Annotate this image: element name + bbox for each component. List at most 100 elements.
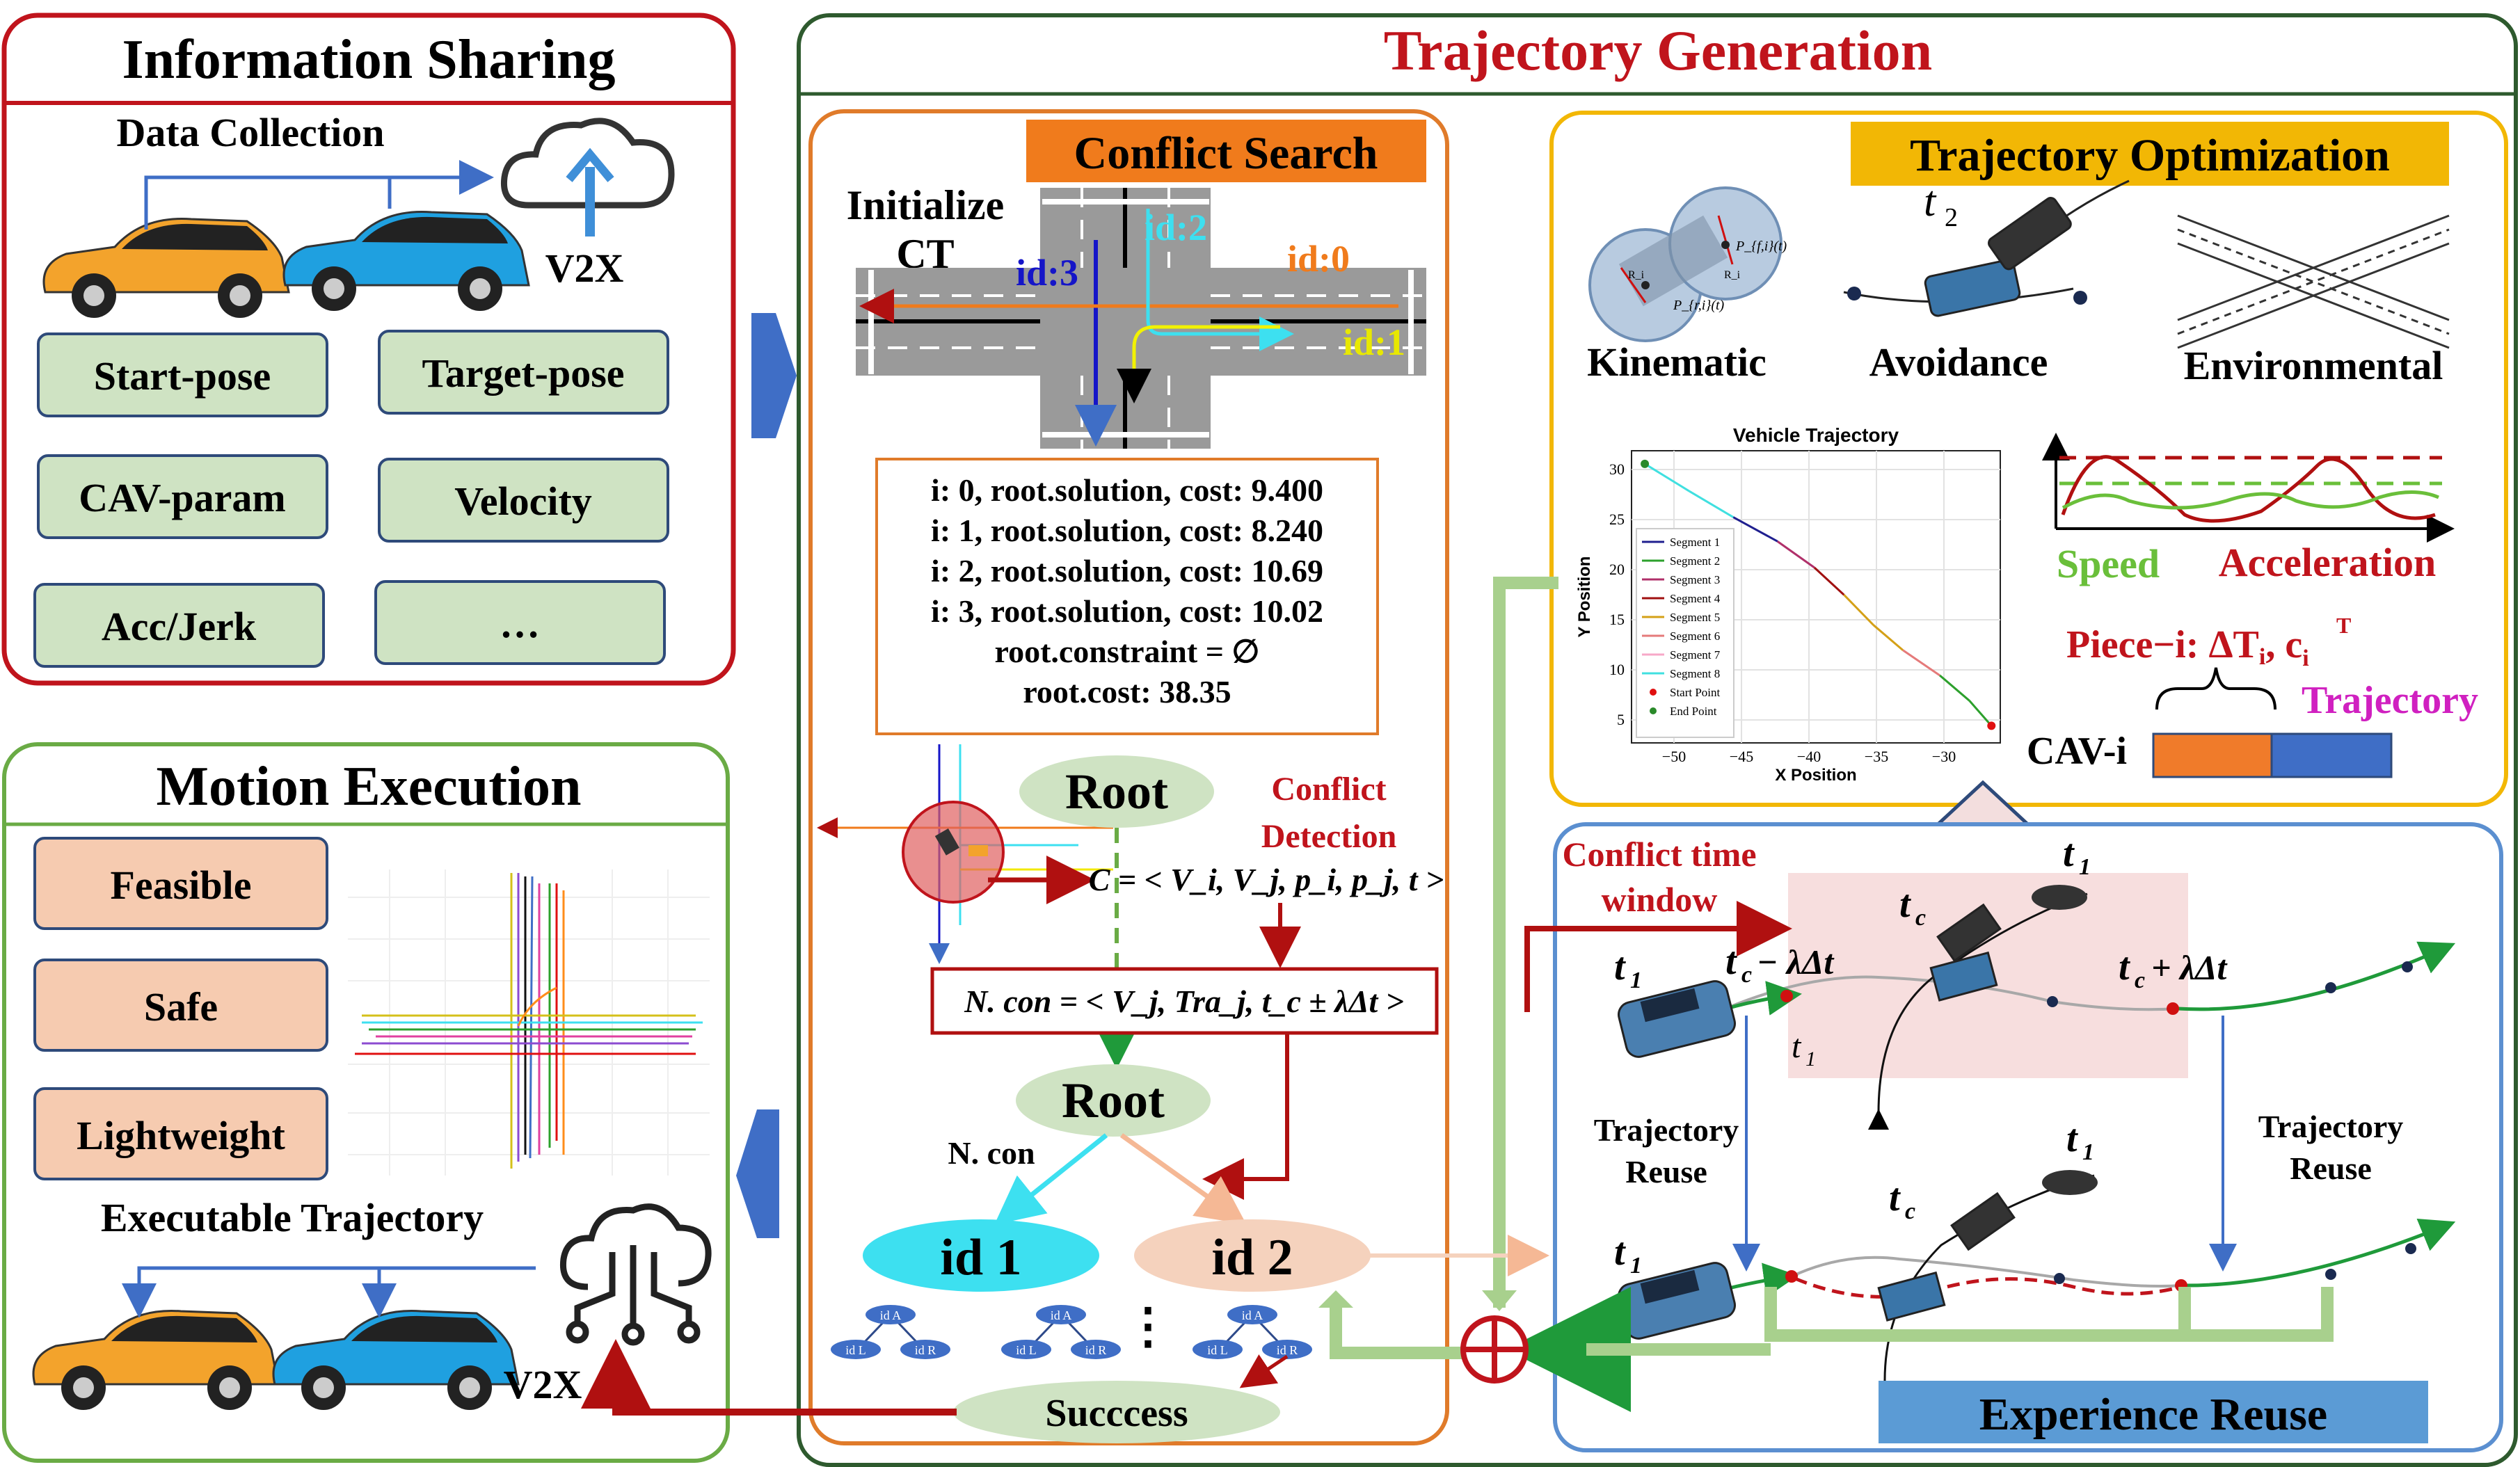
- t1-label-bottom: t: [1614, 1230, 1626, 1274]
- car-conflict-blue: [1929, 951, 1998, 1002]
- svg-text:R_i: R_i: [1628, 269, 1645, 281]
- kinematic-label: Kinematic: [1587, 339, 1767, 385]
- t1-label-bottom-top: t: [2066, 1117, 2078, 1160]
- kinematic-icon: P_{r,i}(t) P_{f,i}(t) R_i R_i: [1588, 186, 1787, 342]
- svg-text:id L: id L: [1207, 1343, 1228, 1357]
- svg-text:1: 1: [1630, 968, 1642, 993]
- id2-node-label: id 2: [1211, 1229, 1293, 1286]
- data-flow-arrow: [144, 160, 494, 230]
- trajectory-piece-orange: [2152, 732, 2273, 778]
- t1-label-mid: t: [1792, 1028, 1802, 1065]
- svg-text:T: T: [2336, 613, 2351, 638]
- svg-text:1: 1: [2079, 854, 2091, 880]
- conflict-tuple: C = < V_i, V_j, p_i, p_j, t >: [1089, 862, 1444, 897]
- cloud-network-icon: [559, 1203, 712, 1346]
- car-reuse-black: [1950, 1192, 2016, 1251]
- initialize-label: Initialize: [847, 182, 1005, 228]
- suv-icon-top: [1618, 980, 1736, 1058]
- svg-text:id L: id L: [845, 1343, 866, 1357]
- info-sharing-title: Information Sharing: [122, 29, 616, 90]
- trajectory-optimization-panel: Trajectory Optimization P_{r,i}(t) P_{f,…: [1549, 111, 2508, 807]
- plot-xlabel: X Position: [1775, 766, 1856, 785]
- id2-label: id:2: [1145, 207, 1207, 248]
- trajectory-segment: [1902, 649, 1940, 677]
- reuse-label-right-2: Reuse: [2290, 1151, 2372, 1186]
- avoidance-label: Avoidance: [1869, 339, 2048, 385]
- svg-text:id A: id A: [880, 1308, 902, 1322]
- legend-entry: End Point: [1670, 705, 1717, 718]
- info-sharing-panel: Information Sharing Data Collection V2X: [1, 13, 736, 686]
- svg-text:id R: id R: [1277, 1343, 1298, 1357]
- svg-text:id A: id A: [1051, 1308, 1072, 1322]
- svg-text:−30: −30: [1932, 748, 1956, 765]
- param-box-more: …: [374, 580, 666, 665]
- cloud-upload-icon: [500, 118, 675, 237]
- svg-text:Lightweight: Lightweight: [77, 1113, 285, 1158]
- legend-marker: [1650, 707, 1657, 714]
- svg-text:Acc/Jerk: Acc/Jerk: [102, 604, 257, 649]
- acceleration-label: Acceleration: [2219, 540, 2436, 585]
- svg-text:30: 30: [1609, 460, 1625, 478]
- trajectory-segment: [1939, 674, 1970, 702]
- reuse-label-left: Trajectory: [1594, 1112, 1739, 1148]
- svg-text:−50: −50: [1662, 748, 1686, 765]
- speed-acceleration-chart: [2042, 433, 2455, 543]
- executed-trajectories-plot: [348, 869, 710, 1176]
- experience-reuse-panel: Conflict time window t 1 t c − λΔt t c +…: [1524, 822, 2503, 1452]
- root-node-label: Root: [1065, 764, 1168, 819]
- legend-entry: Segment 1: [1670, 536, 1720, 549]
- root-solution-box: i: 0, root.solution, cost: 9.400 i: 1, r…: [875, 458, 1379, 735]
- legend-entry: Segment 8: [1670, 667, 1720, 680]
- legend-entry: Segment 3: [1670, 573, 1720, 586]
- svg-text:−40: −40: [1797, 748, 1821, 765]
- reuse-label-right: Trajectory: [2258, 1109, 2404, 1144]
- car-blue-icon: [282, 211, 530, 311]
- svg-text:Feasible: Feasible: [111, 863, 252, 908]
- svg-text:P_{f,i}(t): P_{f,i}(t): [1735, 239, 1787, 254]
- tc-label-top: t: [1899, 883, 1911, 926]
- svg-text:id R: id R: [915, 1343, 936, 1357]
- svg-text:c: c: [2135, 968, 2145, 993]
- id1-node: [863, 1219, 1099, 1292]
- property-box-feasible: Feasible: [33, 837, 328, 930]
- tc-plus-label: t: [2119, 945, 2130, 988]
- param-box-velocity: Velocity: [378, 458, 669, 543]
- car-orange-icon: [42, 218, 290, 318]
- brace: [2155, 667, 2276, 710]
- experience-reuse-title: Experience Reuse: [1979, 1389, 2327, 1440]
- success-to-v2x-arrow: [581, 1339, 957, 1416]
- car-reuse-far: [2042, 1170, 2098, 1195]
- tc-minus-label: t: [1725, 940, 1737, 983]
- param-box-cav-param: CAV-param: [37, 454, 328, 539]
- trajectory-segment: [1688, 490, 1735, 518]
- mini-conflict-icon: [817, 744, 1113, 964]
- intersection-map: [856, 188, 1426, 449]
- tc-label-bottom: t: [1889, 1176, 1901, 1219]
- svg-text:−35: −35: [1865, 748, 1888, 765]
- avoidance-icon: [1843, 179, 2130, 317]
- svg-text:Start-pose: Start-pose: [94, 353, 271, 399]
- t2-label: t: [1924, 178, 1937, 225]
- reuse-label-left-2: Reuse: [1625, 1154, 1707, 1189]
- motion-execution-title: Motion Execution: [156, 756, 581, 817]
- car-far-black: [2032, 885, 2087, 910]
- svg-text:25: 25: [1609, 511, 1625, 528]
- constraint-line: root.constraint = ∅: [994, 634, 1259, 669]
- vehicle-trajectory-plot: Vehicle Trajectory −50 −45 −40 −35 −30 3…: [1575, 424, 2001, 785]
- cost-line: root.cost: 38.35: [1023, 674, 1231, 710]
- svg-text:id A: id A: [1242, 1308, 1263, 1322]
- svg-text:P_{r,i}(t): P_{r,i}(t): [1673, 298, 1725, 313]
- trajectory-segment: [1777, 540, 1815, 569]
- svg-text:10: 10: [1609, 661, 1625, 678]
- param-box-start-pose: Start-pose: [37, 332, 328, 417]
- conflict-search-panel: Conflict Search Initialize CT: [808, 109, 1449, 1445]
- piece-formula: Piece−i: ΔTi, ci T: [2066, 613, 2351, 671]
- svg-text:5: 5: [1617, 711, 1625, 728]
- t2-sub: 2: [1945, 203, 1958, 232]
- param-box-acc-jerk: Acc/Jerk: [33, 583, 325, 668]
- svg-text:1: 1: [1805, 1048, 1816, 1071]
- id1-label: id:1: [1343, 321, 1405, 363]
- svg-text:−45: −45: [1730, 748, 1753, 765]
- param-box-target-pose: Target-pose: [378, 330, 669, 415]
